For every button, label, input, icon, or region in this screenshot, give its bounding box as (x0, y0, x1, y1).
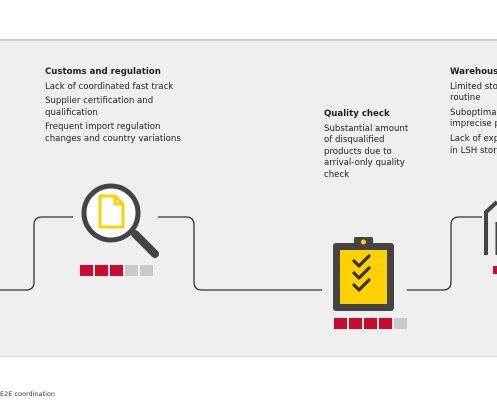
magnifier-document-icon (81, 183, 159, 258)
process-panel (0, 39, 497, 357)
quality-step-title: Quality check (324, 109, 390, 119)
rating-segment (95, 265, 108, 276)
customs-issue-item: Lack of coordinated fast track (45, 81, 174, 92)
rating-bar-quality (334, 318, 407, 329)
quality-issue-item: Substantial amount of disqualified produ… (324, 123, 409, 180)
rating-segment (125, 265, 138, 276)
warehouse-step-text: Warehous Limited sto routine Suboptima i… (450, 67, 497, 160)
process-connector-line (158, 216, 322, 291)
warehouse-issue-item: Lack of exp in LSH stor (450, 133, 497, 156)
rating-segment (349, 318, 362, 329)
footer-divider (0, 356, 497, 357)
clipboard-checklist-icon (333, 237, 394, 311)
rating-bar-customs (80, 265, 153, 276)
customs-step-text: Customs and regulation Lack of coordinat… (45, 67, 195, 149)
rating-segment (110, 265, 123, 276)
warehouse-building-icon (484, 200, 497, 274)
customs-issue-item: Frequent import regulation changes and c… (45, 122, 181, 144)
quality-step-text: Quality check Substantial amount of disq… (324, 109, 419, 185)
rating-segment (334, 318, 347, 329)
warehouse-issue-item: Suboptima imprecise p (450, 107, 497, 130)
rating-segment (394, 318, 407, 329)
warehouse-issue-item: Limited sto routine (450, 81, 497, 104)
rating-segment (364, 318, 377, 329)
process-connector-line (0, 216, 73, 291)
process-connector-line (407, 216, 482, 291)
rating-segment (80, 265, 93, 276)
footer-label: E2E coordination (0, 390, 55, 398)
rating-segment (379, 318, 392, 329)
customs-step-title: Customs and regulation (45, 67, 161, 77)
customs-issue-item: Supplier certification and qualification (45, 96, 154, 118)
warehouse-step-title: Warehous (450, 67, 497, 77)
rating-segment (140, 265, 153, 276)
